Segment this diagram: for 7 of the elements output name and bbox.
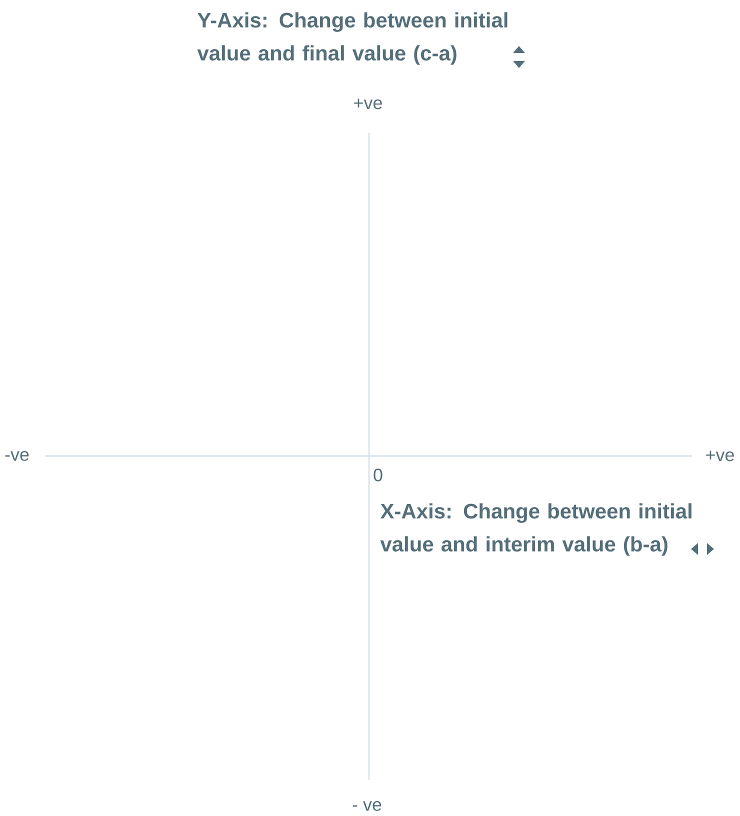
axis-title: Y-Axis: Change between initial value and final value (c-a) bbox=[197, 12, 508, 65]
origin-label: 0 bbox=[374, 468, 382, 482]
axis-title: X-Axis: Change between initial value and interim value (b-a) bbox=[380, 503, 692, 556]
axis-label: +ve bbox=[706, 450, 734, 462]
axis-label: - ve bbox=[352, 801, 382, 811]
axis-label: +ve bbox=[354, 98, 382, 110]
axis-label: -ve bbox=[5, 451, 29, 461]
